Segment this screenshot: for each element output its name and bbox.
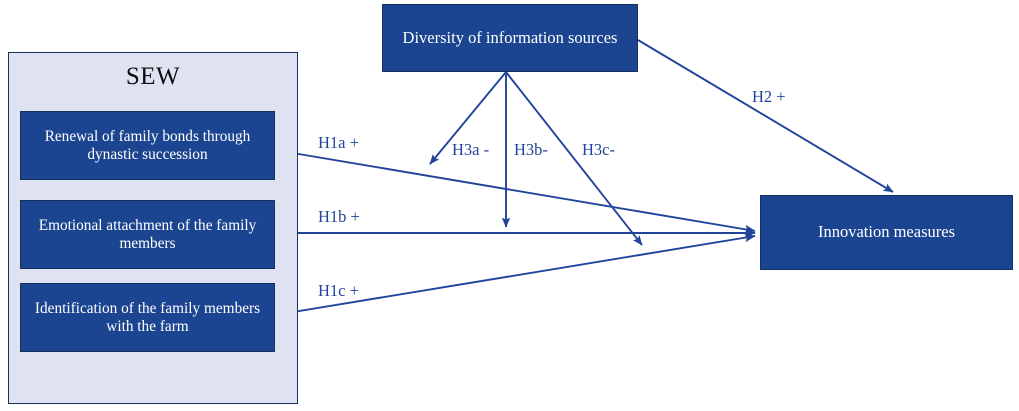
edge-label-h3a: H3a -: [452, 140, 490, 159]
edge-label-h1c: H1c +: [318, 281, 359, 300]
edge-label-h3c: H3c-: [582, 140, 615, 159]
edge-label-h1b: H1b +: [318, 207, 360, 226]
edge-label-h2: H2 +: [752, 87, 786, 106]
node-diversity-of-information-sources[interactable]: Diversity of information sources: [382, 4, 638, 72]
sew-group-title: SEW: [125, 63, 181, 90]
node-renewal-of-family-bonds[interactable]: Renewal of family bonds through dynastic…: [20, 111, 275, 180]
edge-label-h3b: H3b-: [514, 140, 548, 159]
node-identification-with-farm[interactable]: Identification of the family members wit…: [20, 283, 275, 352]
node-emotional-attachment[interactable]: Emotional attachment of the family membe…: [20, 200, 275, 269]
edge-h2: [637, 39, 894, 193]
edge-label-h1a: H1a +: [318, 133, 359, 152]
edge-h1c: [274, 233, 756, 316]
node-innovation-measures[interactable]: Innovation measures: [760, 195, 1013, 270]
